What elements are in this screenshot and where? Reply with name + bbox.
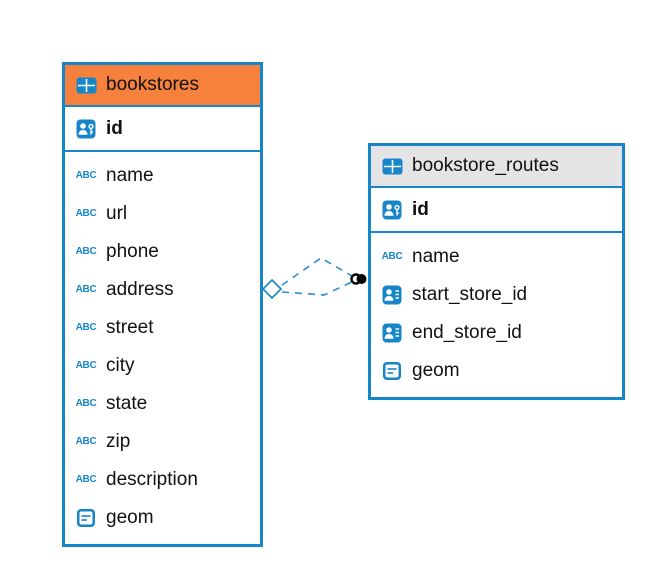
relationship-line-1[interactable] <box>281 257 353 286</box>
column-row[interactable]: ABC description <box>65 461 260 499</box>
column-row[interactable]: ABC name <box>371 238 622 276</box>
relationship-dot-marker[interactable] <box>356 274 367 284</box>
table-title: bookstores <box>106 74 199 95</box>
columns-section: ABC name start_store_id <box>371 233 622 397</box>
column-label: description <box>106 469 198 490</box>
table-icon <box>380 158 404 175</box>
column-label: geom <box>412 360 460 381</box>
table-header-bookstores[interactable]: bookstores <box>65 65 260 107</box>
column-row[interactable]: geom <box>371 352 622 390</box>
column-row[interactable]: ABC street <box>65 309 260 347</box>
column-label: address <box>106 279 174 300</box>
column-label: city <box>106 355 135 376</box>
column-label: end_store_id <box>412 322 522 343</box>
person-key-icon <box>74 119 98 139</box>
person-icon <box>380 323 404 343</box>
abc-icon: ABC <box>75 436 97 447</box>
table-bookstores[interactable]: bookstores id ABC name ABC <box>62 62 263 547</box>
relationship-line-2[interactable] <box>281 281 353 296</box>
abc-icon: ABC <box>75 398 97 409</box>
column-label: name <box>412 246 460 267</box>
abc-icon: ABC <box>75 322 97 333</box>
column-row[interactable]: ABC city <box>65 347 260 385</box>
abc-icon: ABC <box>381 251 403 262</box>
primary-key-label: id <box>106 117 123 139</box>
table-icon <box>74 77 98 94</box>
abc-icon: ABC <box>75 284 97 295</box>
column-row[interactable]: start_store_id <box>371 276 622 314</box>
abc-icon: ABC <box>75 474 97 485</box>
column-label: start_store_id <box>412 284 528 305</box>
column-row[interactable]: ABC zip <box>65 423 260 461</box>
column-row[interactable]: end_store_id <box>371 314 622 352</box>
column-label: phone <box>106 241 159 262</box>
column-label: name <box>106 165 154 186</box>
person-key-icon <box>380 200 404 220</box>
column-row[interactable]: ABC state <box>65 385 260 423</box>
column-row[interactable]: ABC address <box>65 271 260 309</box>
abc-icon: ABC <box>75 170 97 181</box>
table-title: bookstore_routes <box>412 155 559 176</box>
primary-key-label: id <box>412 198 429 220</box>
person-icon <box>380 285 404 305</box>
column-label: state <box>106 393 148 414</box>
primary-key-row[interactable]: id <box>65 107 260 152</box>
column-label: zip <box>106 431 131 452</box>
table-bookstore-routes[interactable]: bookstore_routes id ABC name <box>368 143 625 400</box>
columns-section: ABC name ABC url ABC phone ABC address A… <box>65 152 260 544</box>
relationship-ring-marker[interactable] <box>350 273 362 285</box>
abc-icon: ABC <box>75 360 97 371</box>
primary-key-row[interactable]: id <box>371 188 622 233</box>
column-label: geom <box>106 507 154 528</box>
column-row[interactable]: ABC phone <box>65 233 260 271</box>
column-label: url <box>106 203 128 224</box>
geometry-icon <box>74 508 98 528</box>
column-label: street <box>106 317 154 338</box>
column-row[interactable]: geom <box>65 499 260 537</box>
abc-icon: ABC <box>75 246 97 257</box>
relationship-diamond-marker[interactable] <box>261 278 283 300</box>
column-row[interactable]: ABC url <box>65 195 260 233</box>
abc-icon: ABC <box>75 208 97 219</box>
table-header-bookstore-routes[interactable]: bookstore_routes <box>371 146 622 188</box>
geometry-icon <box>380 361 404 381</box>
column-row[interactable]: ABC name <box>65 157 260 195</box>
